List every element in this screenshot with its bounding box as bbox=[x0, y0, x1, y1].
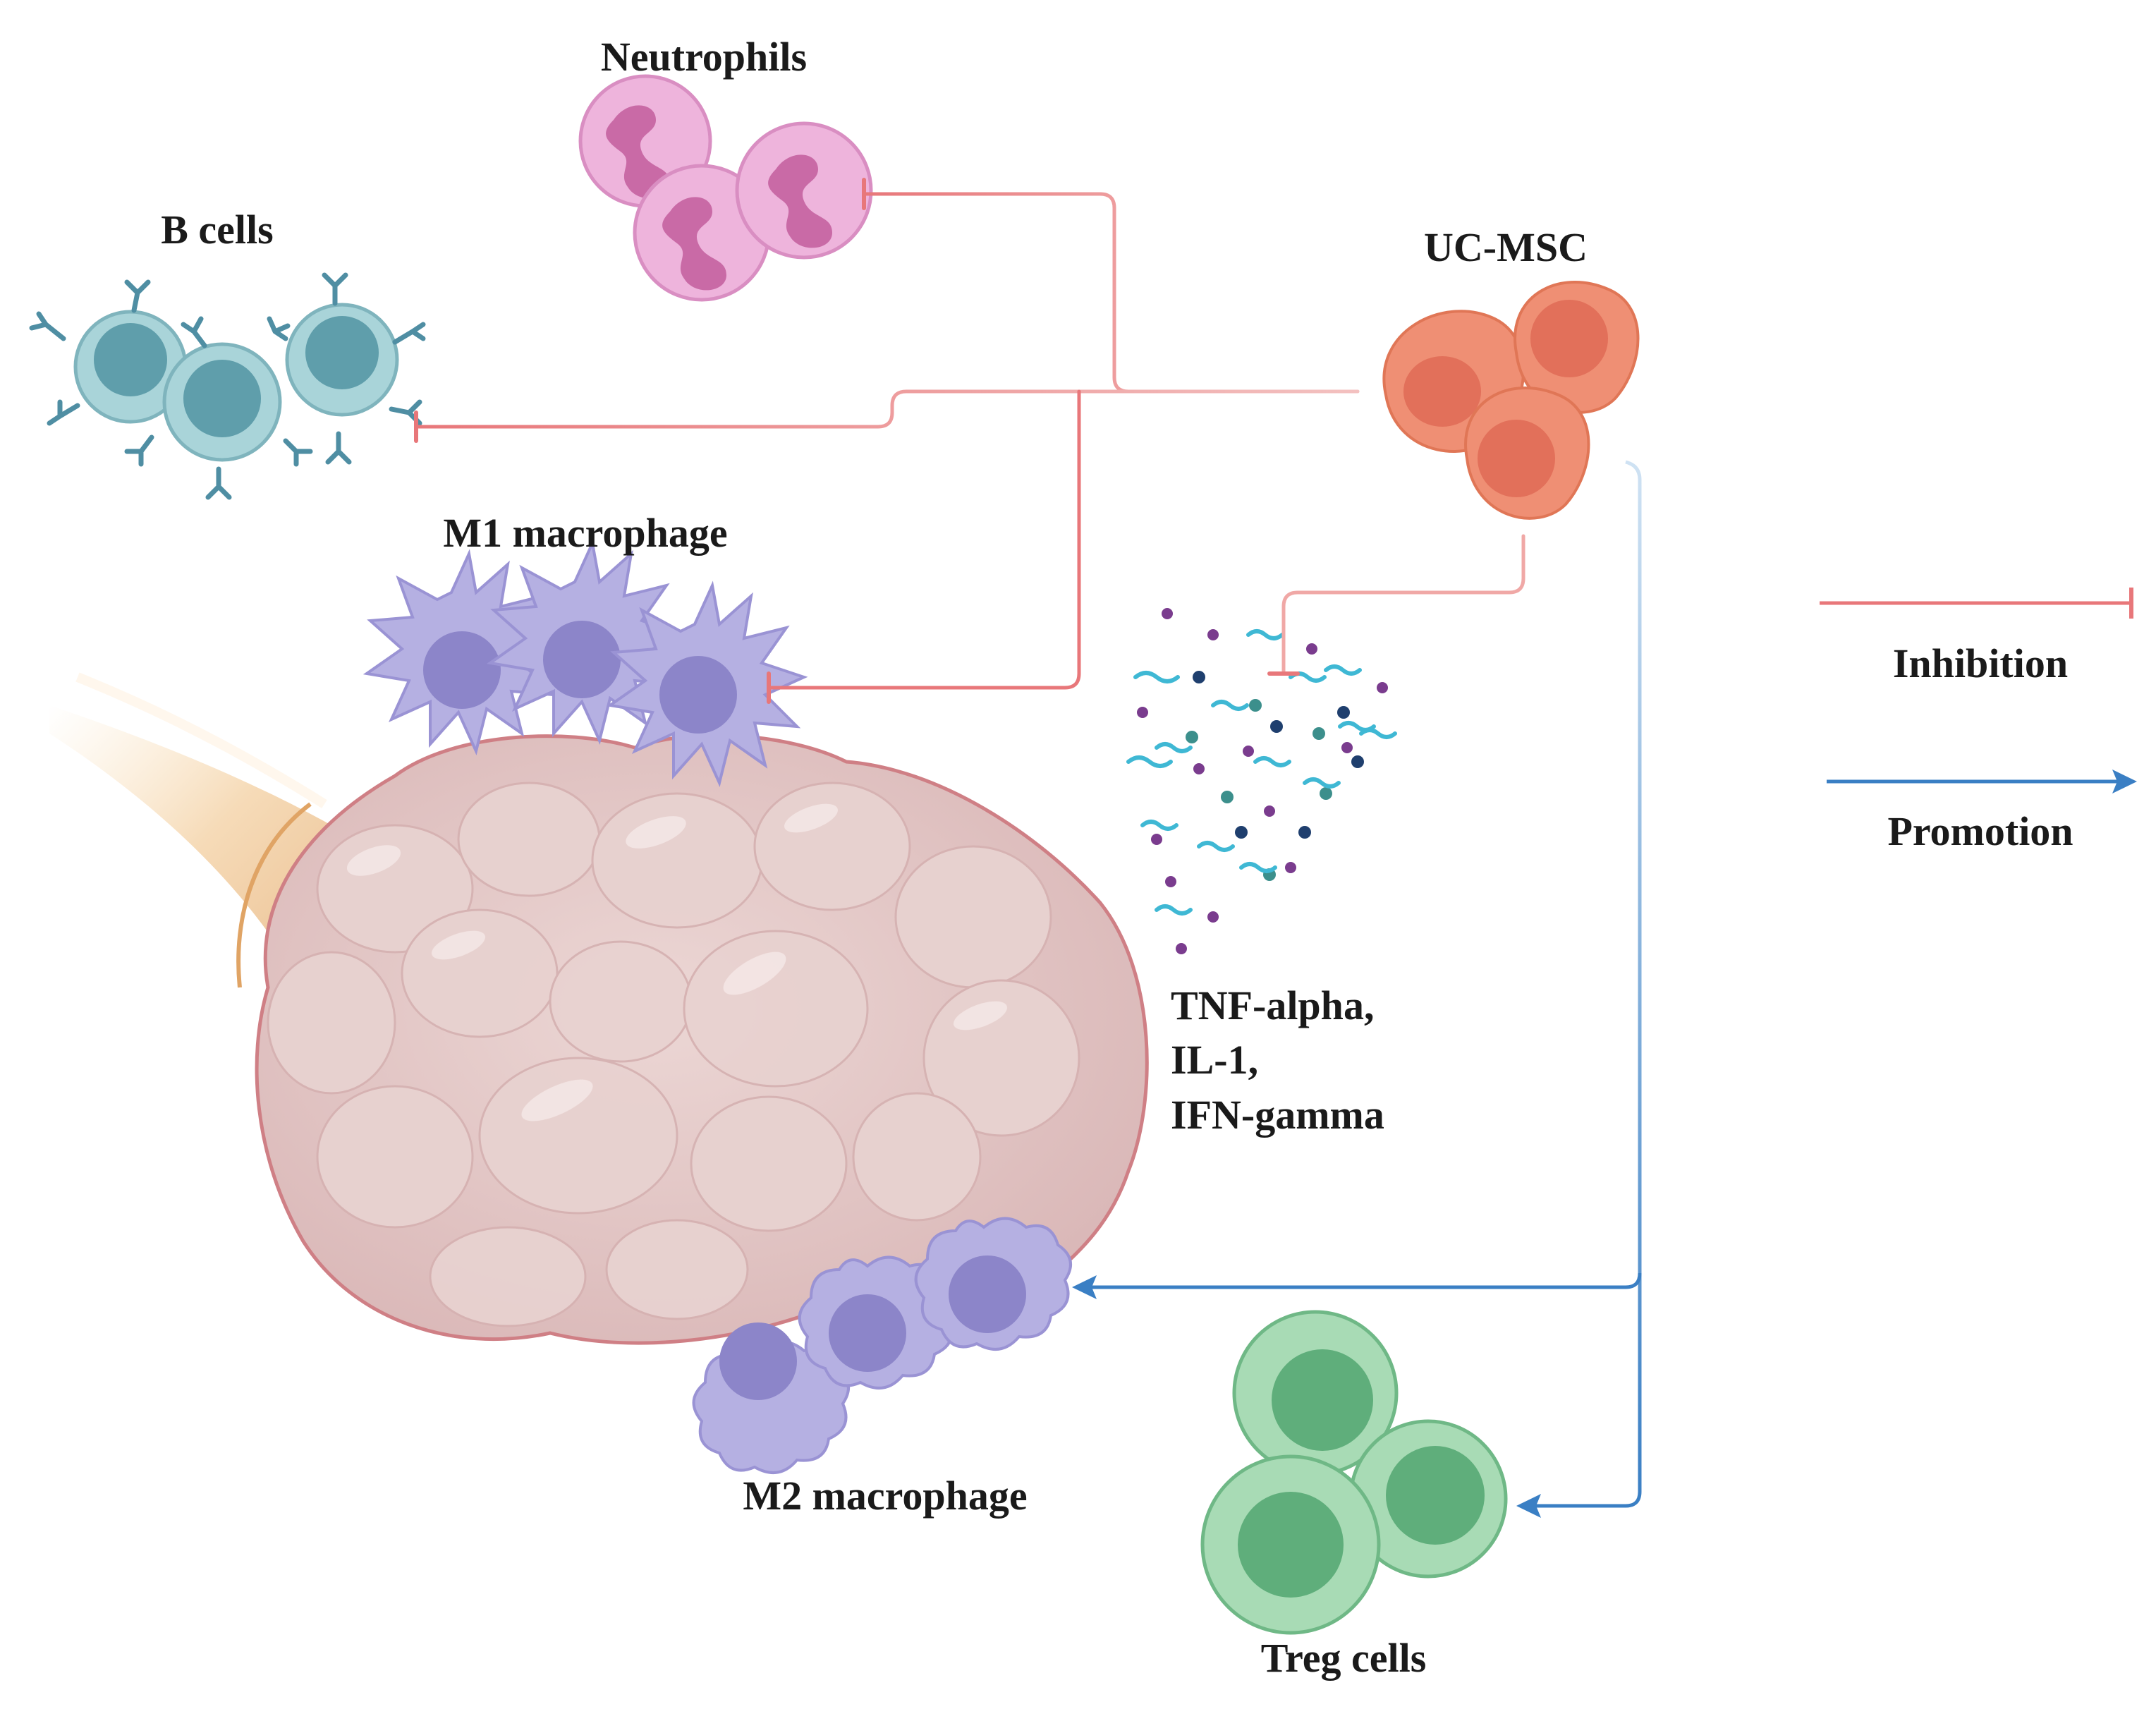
label-m2-macrophage: M2 macrophage bbox=[743, 1473, 1027, 1519]
promotion-main-line bbox=[1534, 460, 1642, 1508]
label-b-cells: B cells bbox=[161, 207, 273, 253]
m1-macrophage-cell bbox=[363, 549, 565, 756]
inhibition-arrows bbox=[414, 178, 1525, 704]
label-treg-cells: Treg cells bbox=[1261, 1635, 1427, 1681]
label-m1-macrophage: M1 macrophage bbox=[443, 510, 727, 556]
label-neutrophils: Neutrophils bbox=[601, 34, 807, 80]
m2-macrophage-cell bbox=[798, 1255, 956, 1389]
uc-msc-cell bbox=[1464, 387, 1590, 520]
m1-macrophages bbox=[363, 538, 808, 788]
m1-macrophage-cell bbox=[606, 580, 808, 788]
legend bbox=[1820, 588, 2137, 793]
inhibition-m1-line bbox=[767, 389, 1081, 690]
neutrophil-cells bbox=[578, 74, 873, 302]
promotion-arrows bbox=[1072, 460, 1642, 1518]
promotion-treg-arrowhead bbox=[1516, 1494, 1541, 1518]
treg-cell bbox=[1232, 1310, 1399, 1476]
uc-msc-cells bbox=[1382, 281, 1640, 520]
inhibition-cytokines-line bbox=[1281, 534, 1525, 676]
b-cells bbox=[29, 272, 426, 500]
neutrophil-cell bbox=[735, 121, 873, 260]
uc-msc-cell bbox=[1514, 281, 1640, 414]
m2-macrophage-cell bbox=[914, 1217, 1072, 1351]
inhibition-bcells-line bbox=[414, 389, 1360, 429]
label-cytokine-tnf: TNF-alpha, bbox=[1171, 983, 1374, 1028]
label-cytokine-il1: IL-1, bbox=[1171, 1037, 1258, 1083]
treg-cells bbox=[1200, 1310, 1508, 1635]
promotion-m2-arrowhead bbox=[1072, 1275, 1097, 1299]
antibody-receptors bbox=[29, 272, 426, 500]
legend-promotion-arrowhead bbox=[2112, 770, 2137, 793]
label-uc-msc: UC-MSC bbox=[1424, 224, 1588, 270]
m2-macrophages bbox=[692, 1217, 1072, 1474]
inhibition-neutrophils-line bbox=[862, 192, 1360, 394]
cytokine-particles bbox=[1126, 608, 1397, 954]
treg-cell bbox=[1200, 1454, 1381, 1635]
b-cell bbox=[162, 342, 282, 462]
promotion-m2-line bbox=[1090, 1272, 1642, 1289]
b-cell bbox=[73, 310, 188, 424]
b-cell bbox=[285, 303, 399, 417]
legend-inhibition-label: Inhibition bbox=[1893, 640, 2068, 686]
vessel bbox=[49, 672, 331, 1002]
legend-promotion-label: Promotion bbox=[1887, 808, 2073, 854]
label-cytokine-ifn: IFN-gamma bbox=[1171, 1092, 1384, 1138]
tissue-mass bbox=[255, 734, 1149, 1345]
